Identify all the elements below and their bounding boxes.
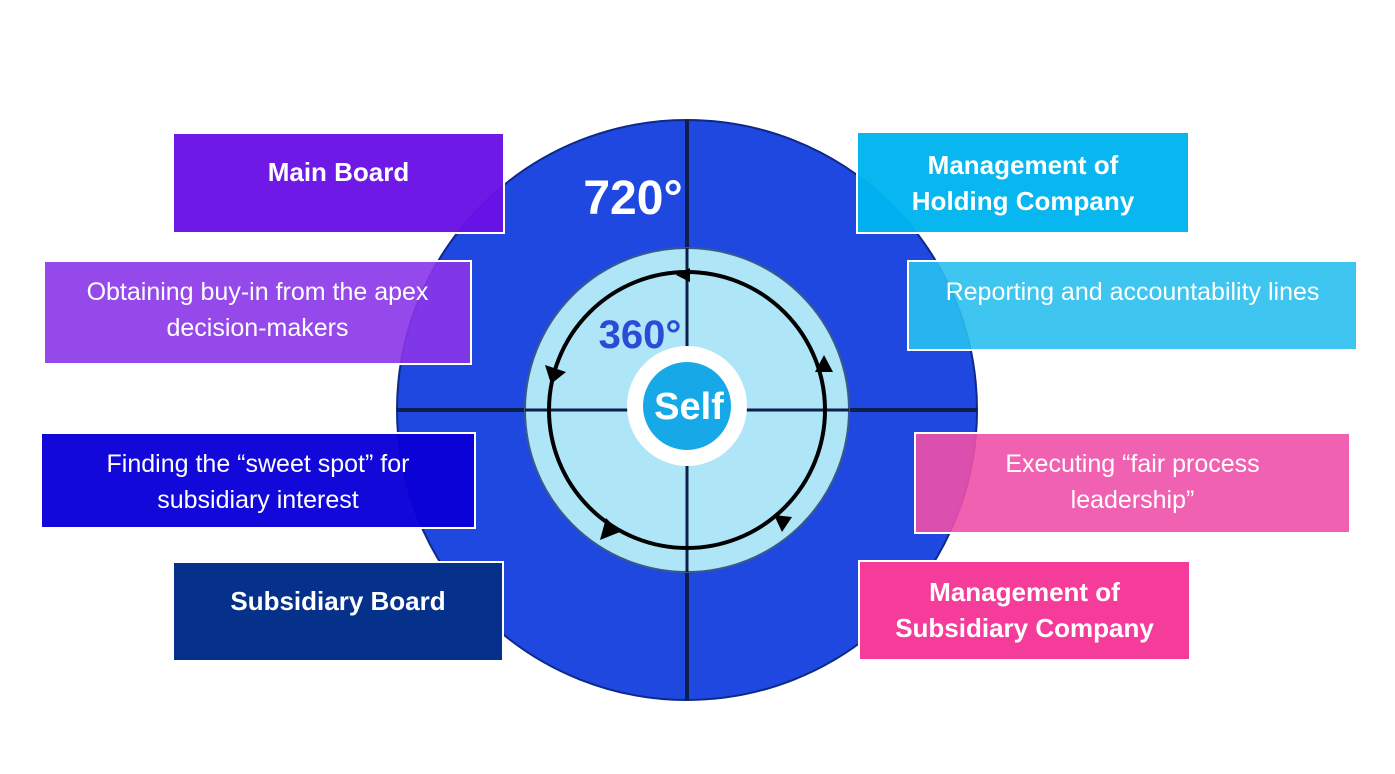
box-main-board: Main Board [172,132,505,234]
box-fair-process: Executing “fair process leadership” [914,432,1351,534]
self-circle [643,362,731,450]
box-finding-sweet-spot: Finding the “sweet spot” for subsidiary … [40,432,476,529]
box-management-subsidiary: Management of Subsidiary Company [858,560,1191,661]
box-management-holding: Management of Holding Company [856,131,1190,234]
self-label: Self [654,386,724,428]
box-subsidiary-board: Subsidiary Board [172,561,504,662]
box-reporting-accountability: Reporting and accountability lines [907,260,1358,351]
box-obtaining-buy-in: Obtaining buy-in from the apex decision-… [43,260,472,365]
label-720: 720° [583,172,682,225]
arrow-heads [545,268,833,540]
label-360: 360° [599,313,682,357]
